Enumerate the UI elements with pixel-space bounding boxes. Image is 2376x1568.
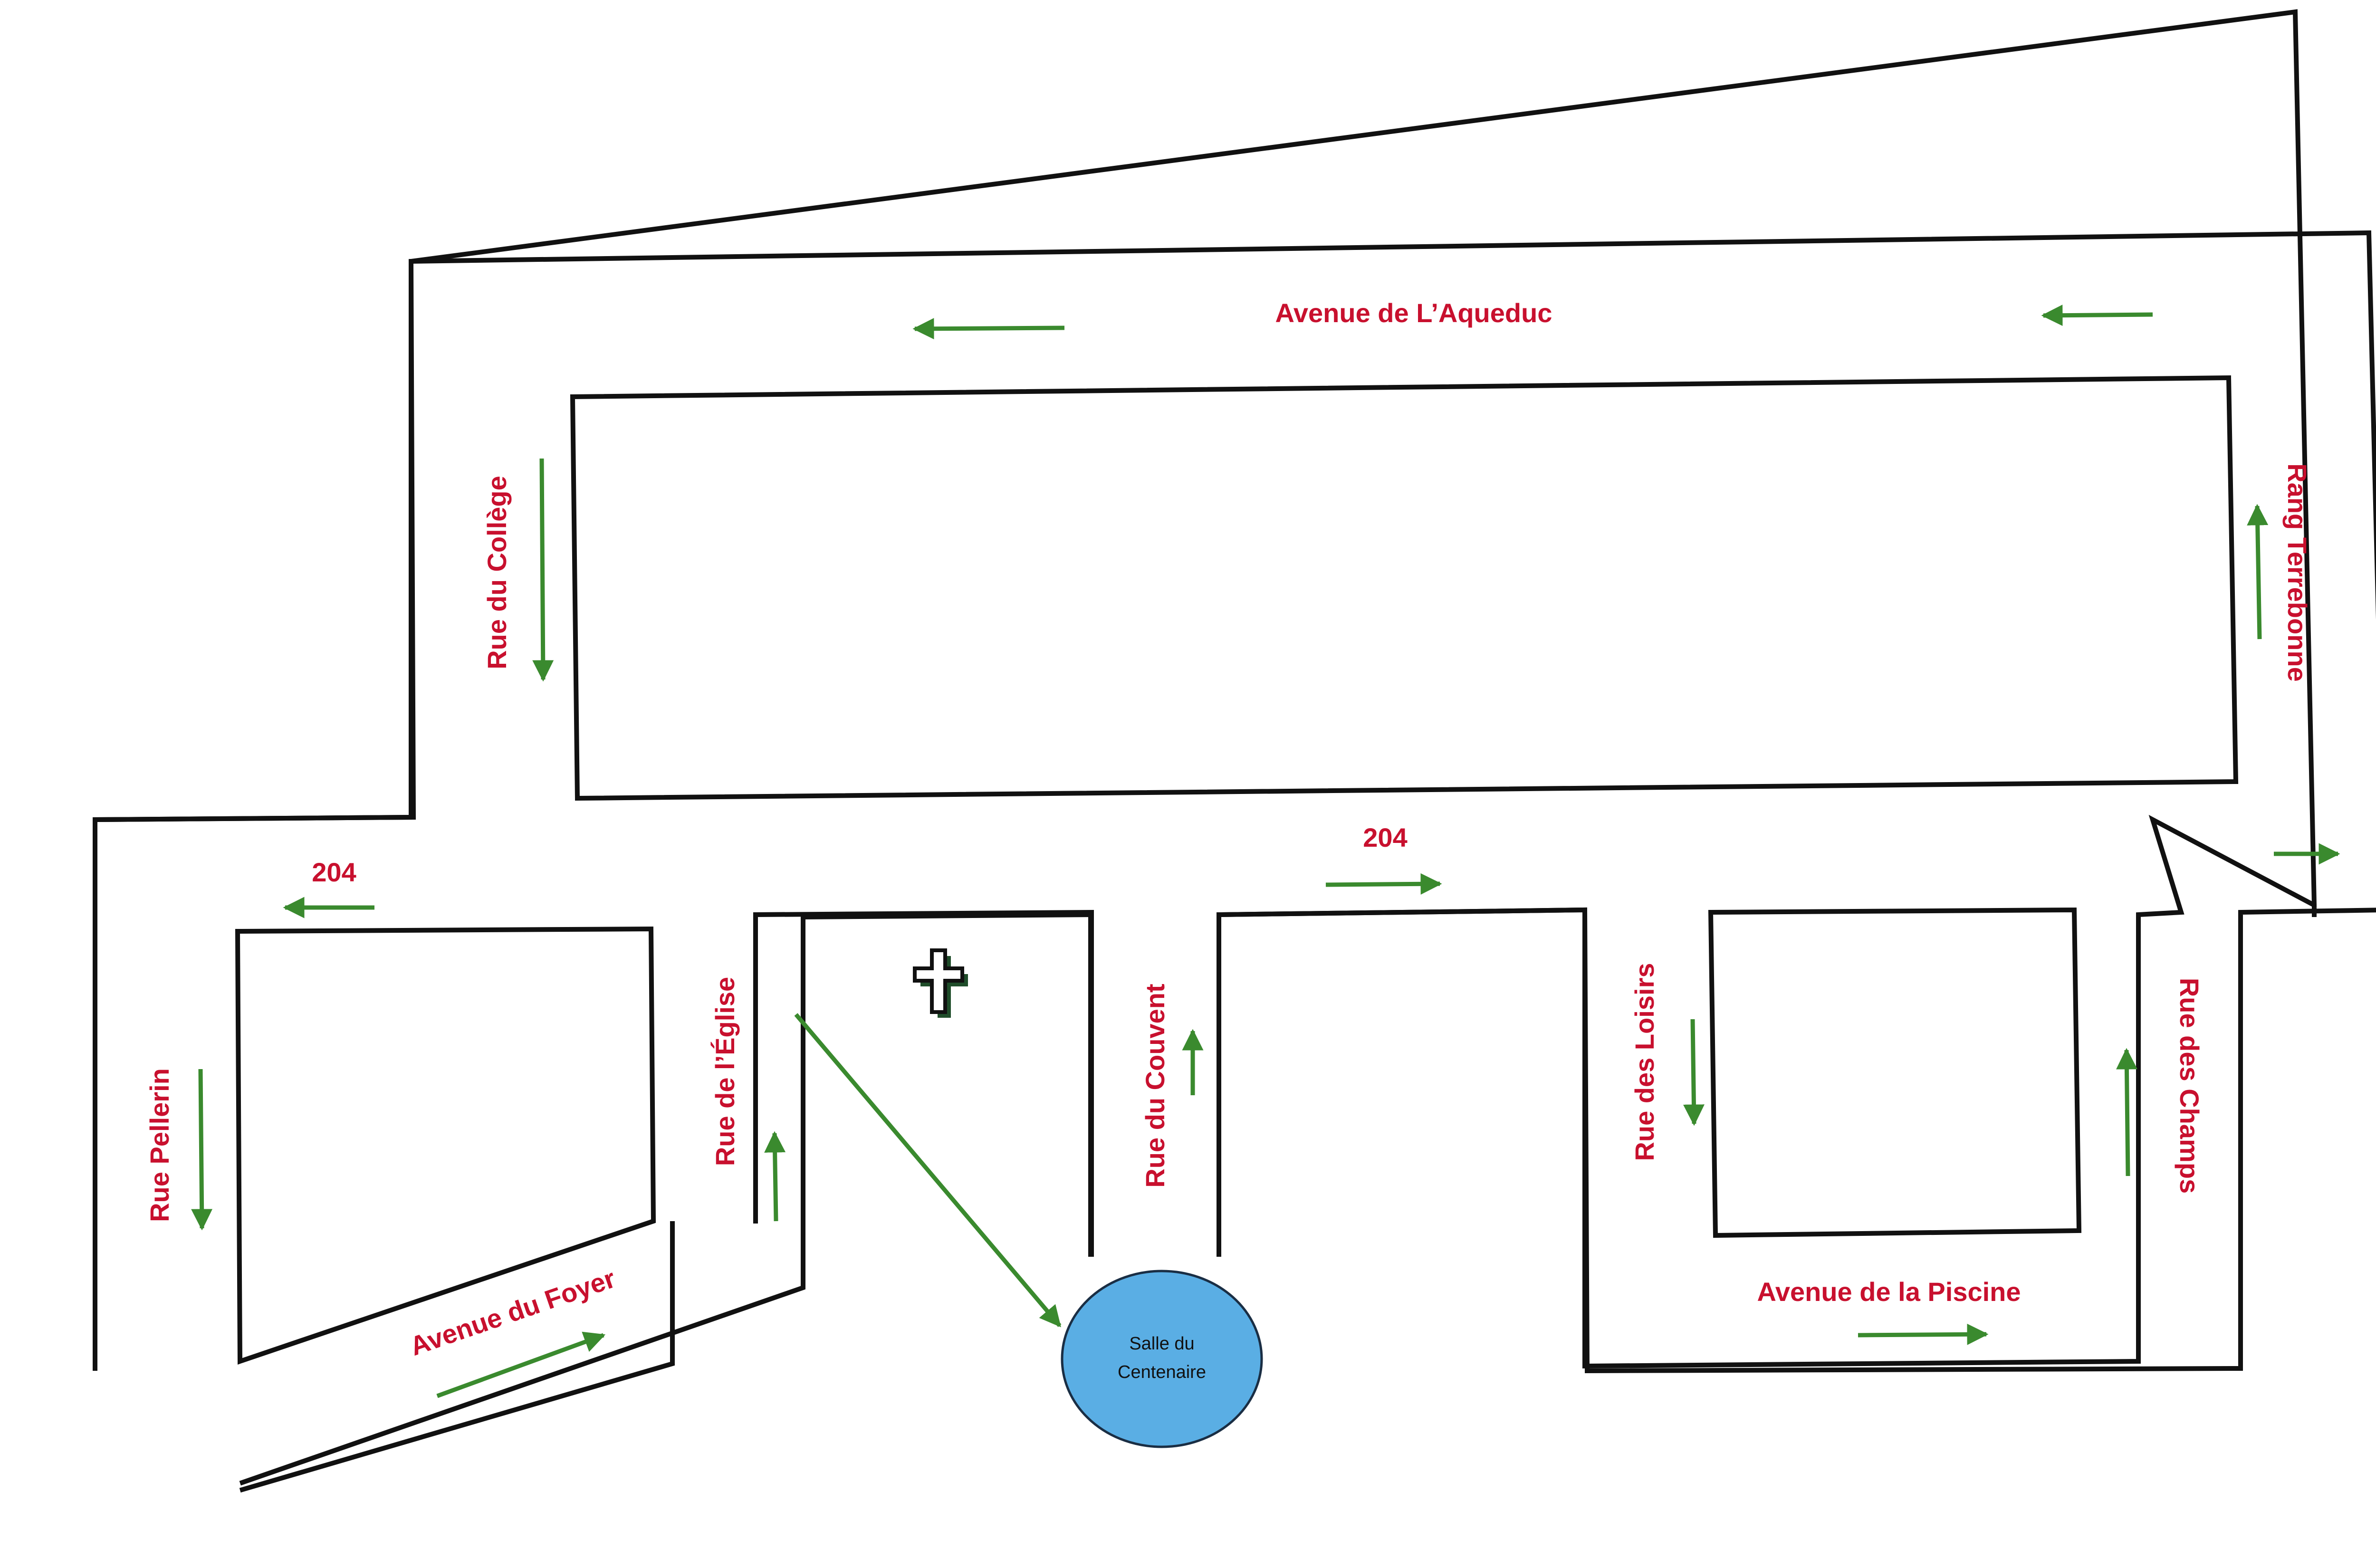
loisirs-block	[1708, 907, 2082, 1238]
hall-circle	[1061, 1270, 1263, 1448]
arrow-pellerin	[191, 1069, 213, 1231]
arrow-aqueduc-left	[912, 318, 1065, 340]
church-cross-icon	[913, 948, 968, 1018]
eglise-street-west	[239, 912, 1093, 1486]
hall-label-line2: Centenaire	[1118, 1362, 1206, 1382]
label-champs: Rue des Champs	[2175, 978, 2204, 1194]
label-loisirs: Rue des Loisirs	[1629, 963, 1659, 1161]
hall-label-line1: Salle du	[1129, 1334, 1194, 1354]
arrow-terrebonne	[2247, 504, 2269, 640]
label-terrebonne: Rang Terrebonne	[2282, 463, 2312, 681]
outer-top-boundary	[93, 9, 2317, 1493]
label-foyer: Avenue du Foyer	[406, 1263, 619, 1361]
label-college: Rue du Collège	[482, 476, 512, 669]
road-outlines	[93, 9, 2376, 1493]
inner-ring-block	[570, 375, 2239, 801]
label-pellerin: Rue Pellerin	[144, 1068, 174, 1222]
arrow-champs	[2116, 1048, 2137, 1176]
salle-du-centenaire: Salle du Centenaire	[1061, 1270, 1263, 1448]
label-aqueduc: Avenue de L’Aqueduc	[1275, 298, 1552, 328]
arrow-eglise	[764, 1131, 786, 1222]
arrow-204-center	[1325, 873, 1442, 895]
pellerin-block	[235, 926, 656, 1365]
arrow-loisirs	[1683, 1019, 1705, 1126]
label-eglise: Rue de l’Église	[710, 977, 740, 1166]
arrow-foyer	[436, 1331, 606, 1398]
arrow-aqueduc-right	[2041, 305, 2153, 326]
label-couvent: Rue du Couvent	[1140, 984, 1170, 1187]
street-labels: Avenue de L’Aqueduc Rue du Collège Rang …	[144, 298, 2312, 1361]
label-204-left: 204	[312, 857, 356, 887]
outer-ring	[93, 230, 2376, 1374]
label-204-center: 204	[1363, 822, 1407, 852]
arrow-piscine	[1858, 1323, 1989, 1345]
label-piscine: Avenue de la Piscine	[1757, 1277, 2021, 1307]
arrow-to-hall	[794, 1013, 1062, 1328]
direction-arrows	[191, 305, 2340, 1398]
arrow-college	[532, 458, 554, 682]
